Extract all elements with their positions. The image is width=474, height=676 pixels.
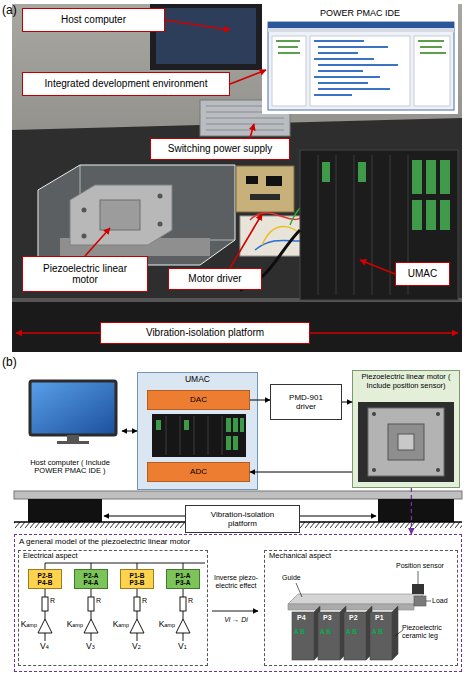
electrode-label: A B xyxy=(320,628,331,635)
gain-label: Kamp xyxy=(109,620,129,630)
node-text: UMAC xyxy=(408,268,437,280)
label-box: Vibration-isolation platform xyxy=(100,322,310,344)
monitor-icon xyxy=(30,381,116,444)
converter-box: DAC xyxy=(147,390,250,410)
signal-arrow xyxy=(342,402,352,403)
node-text: P1-A P3-A xyxy=(172,572,194,587)
driver-box: PMD-901 driver xyxy=(270,384,342,420)
label-box: Piezoelectric linear motor xyxy=(22,256,148,292)
node-text: ADC xyxy=(190,467,207,476)
node-text: Vibration-isolation platform xyxy=(146,327,264,339)
umac-photo xyxy=(152,414,246,457)
host-computer: Host computer ( Include POWER PMAC IDE ) xyxy=(18,378,122,478)
leg-label: P3 xyxy=(323,614,332,622)
node-text: Electrical aspect xyxy=(23,552,78,561)
resistor-label: R xyxy=(96,597,101,605)
resistor-label: R xyxy=(188,597,193,605)
node-text: P1-B P3-B xyxy=(126,572,148,587)
gain-label: Kamp xyxy=(155,620,175,630)
part-label: Load xyxy=(432,597,448,605)
controller-box: UMAC DAC ADC xyxy=(137,372,258,490)
motor-photo xyxy=(358,402,454,482)
mapping-label: Vi → Di xyxy=(208,616,264,624)
gain-label: Kamp xyxy=(63,620,83,630)
node-text: P2-A P4-A xyxy=(80,572,102,587)
electrode-label: A B xyxy=(294,628,305,635)
platform-box: Vibration-isolation platform xyxy=(185,505,300,533)
node-text: Mechanical aspect xyxy=(269,552,331,561)
electrode-box: P1-B P3-B xyxy=(120,569,154,589)
model-arrow xyxy=(411,488,412,534)
node-text: Piezoelectric linear motor xyxy=(33,263,137,286)
node-text: A general model of the piezoelectric lin… xyxy=(19,537,190,546)
gain-label: Kamp xyxy=(17,620,37,630)
stage-illustration xyxy=(288,571,431,660)
node-text: Switching power supply xyxy=(168,143,273,155)
resistor-label: R xyxy=(142,597,147,605)
label-box: Host computer xyxy=(22,8,165,32)
signal-arrow xyxy=(250,400,270,401)
part-label: Guide xyxy=(282,574,301,582)
voltage-label: V3 xyxy=(86,642,95,652)
link-arrow xyxy=(122,431,137,432)
voltage-label: V2 xyxy=(132,642,141,652)
electrode-label: A B xyxy=(372,628,383,635)
leg-label: P1 xyxy=(375,614,384,622)
inset-title: POWER PMAC IDE xyxy=(262,8,458,18)
resistor-label: R xyxy=(50,597,55,605)
leader-arrows xyxy=(16,20,458,333)
voltage-label: V4 xyxy=(40,642,49,652)
leg-label: P4 xyxy=(297,614,306,622)
label-box: Motor driver xyxy=(168,268,262,290)
node-text: Piezoelectric linear motor ( Include pos… xyxy=(357,373,455,390)
part-label: Piezoelectric ceramic leg xyxy=(402,624,456,640)
converter-box: ADC xyxy=(147,462,250,482)
leg-label: P2 xyxy=(349,614,358,622)
label-box: Switching power supply xyxy=(150,138,290,160)
node-text: DAC xyxy=(190,395,207,404)
node-text: Host computer xyxy=(61,14,126,26)
model-frame: A general model of the piezoelectric lin… xyxy=(14,534,462,672)
node-text: Host computer ( Include POWER PMAC IDE ) xyxy=(28,459,112,476)
voltage-label: V1 xyxy=(178,642,187,652)
electrode-label: A B xyxy=(346,628,357,635)
node-text: Motor driver xyxy=(188,273,241,285)
panel-label: (b) xyxy=(2,356,17,370)
electrode-box: P1-A P3-A xyxy=(166,569,200,589)
motor-box: Piezoelectric linear motor ( Include pos… xyxy=(352,370,460,488)
node-text: Integrated development environment xyxy=(45,78,208,90)
node-text: UMAC xyxy=(185,375,210,385)
effect-label: Inverse piezo-electric effect xyxy=(208,574,264,590)
node-text: P2-B P4-B xyxy=(34,572,56,587)
node-text: Vibration-isolation platform xyxy=(200,510,285,528)
label-box: UMAC xyxy=(395,262,450,286)
electrode-box: P2-B P4-B xyxy=(28,569,62,589)
electrode-box: P2-A P4-A xyxy=(74,569,108,589)
node-text: PMD-901 driver xyxy=(283,393,329,411)
panel-label: (a) xyxy=(2,4,17,18)
label-box: Integrated development environment xyxy=(22,72,230,96)
lab-photo xyxy=(12,4,462,352)
part-label: Position sensor xyxy=(396,562,444,570)
signal-arrow xyxy=(250,472,352,473)
